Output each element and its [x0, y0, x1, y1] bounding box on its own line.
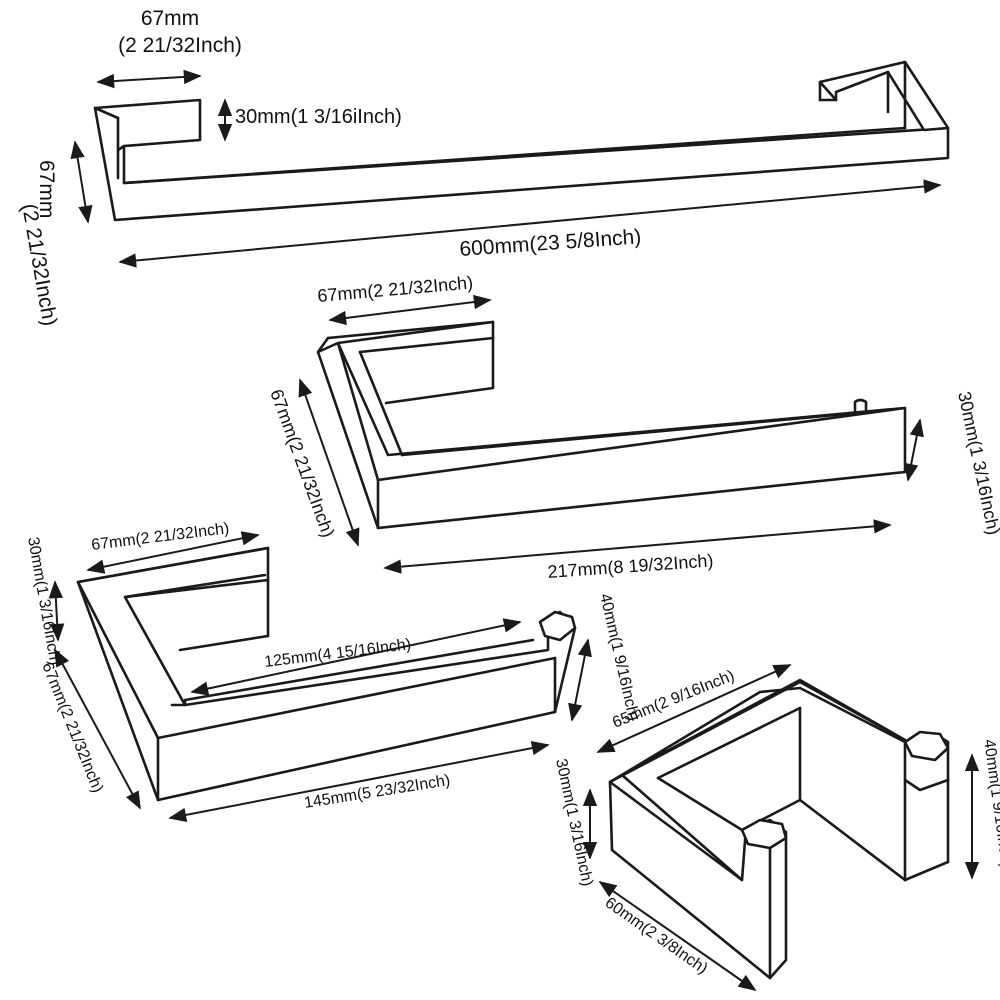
- dim-arrow: [86, 531, 260, 574]
- dim-arrow: [54, 648, 141, 810]
- bar-height-mm: 67mm: [35, 160, 58, 218]
- dim-arrow: [48, 580, 65, 642]
- dim-arrow: [598, 880, 757, 992]
- bar-length-label: 600mm(23 5/8Inch): [459, 225, 642, 261]
- bar-height-inch: (2 21/32Inch): [17, 202, 61, 328]
- dim-arrow: [383, 519, 892, 574]
- dim-arrow: [190, 618, 522, 696]
- holder-depth-label: 30mm(1 3/16Inch): [954, 390, 1000, 537]
- ring-depth-label: 30mm(1 3/16Inch): [24, 536, 63, 667]
- dim-arrow: [118, 179, 942, 268]
- dim-arrow: [298, 378, 360, 547]
- bar-depth-label: 30mm(1 3/16iInch): [235, 106, 402, 128]
- holder-length-label: 217mm(8 19/32Inch): [547, 550, 714, 582]
- dim-arrow: [168, 741, 550, 822]
- holder-height-label: 67mm(2 21/32Inch): [266, 387, 338, 541]
- towel-ring-drawing: [76, 546, 577, 802]
- bar-top-length-mm: 67mm: [141, 7, 199, 30]
- hook-post-label: 40mm(1 9/16Inch): [980, 738, 1000, 869]
- dim-arrow: [568, 638, 592, 722]
- bar-top-length-inch: (2 21/32Inch): [118, 34, 242, 57]
- ring-top-label: 67mm(2 21/32Inch): [90, 520, 230, 554]
- ring-post-label: 40mm(1 9/16Inch): [596, 592, 642, 722]
- holder-top-label: 67mm(2 21/32Inch): [317, 272, 474, 306]
- dim-arrow: [904, 418, 924, 482]
- dim-arrow: [328, 294, 492, 326]
- dim-arrow: [70, 140, 93, 224]
- dim-arrow: [96, 69, 202, 89]
- paper-holder-drawing: [316, 320, 907, 530]
- dim-arrow: [596, 664, 792, 753]
